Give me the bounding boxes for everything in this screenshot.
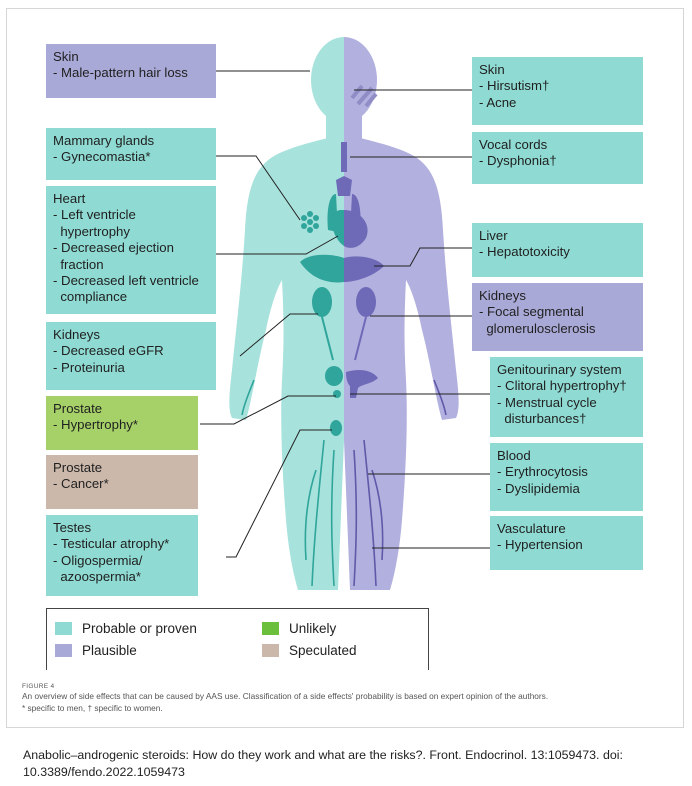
box-title: Vasculature xyxy=(497,521,566,536)
skin-female-box: Skin - Hirsutism† - Acne xyxy=(472,57,643,125)
hirsutism-patch xyxy=(350,84,378,108)
legend-swatch-plausible xyxy=(55,644,72,657)
legend: Probable or proven Plausible Unlikely Sp… xyxy=(46,608,429,670)
box-item: - Decreased ejection xyxy=(53,240,174,256)
legend-label: Unlikely xyxy=(289,621,337,636)
box-item: - Gynecomastia* xyxy=(53,149,151,165)
box-item: - Decreased eGFR xyxy=(53,343,164,359)
prostate-hypertrophy-box: Prostate - Hypertrophy* xyxy=(46,396,198,450)
legend-swatch-speculated xyxy=(262,644,279,657)
box-item: - Testicular atrophy* xyxy=(53,536,170,552)
box-title: Skin xyxy=(479,62,505,77)
box-title: Kidneys xyxy=(53,327,100,342)
box-item: - Erythrocytosis xyxy=(497,464,588,480)
legend-swatch-probable xyxy=(55,622,72,635)
box-title: Liver xyxy=(479,228,508,243)
box-item: - Oligospermia/ xyxy=(53,552,143,568)
figure-label: FIGURE 4 xyxy=(22,683,55,690)
organs xyxy=(300,142,384,436)
skin-male-box: Skin - Male-pattern hair loss xyxy=(46,44,216,98)
box-title: Blood xyxy=(497,448,531,463)
box-item: - Hypertrophy* xyxy=(53,417,139,433)
box-item: fraction xyxy=(53,256,104,272)
box-item: hypertrophy xyxy=(53,223,130,239)
legend-label: Speculated xyxy=(289,643,357,658)
box-title: Skin xyxy=(53,49,79,64)
box-item: - Decreased left ventricle xyxy=(53,273,199,289)
figure-caption: An overview of side effects that can be … xyxy=(22,691,672,714)
legend-speculated: Speculated xyxy=(262,643,357,658)
citation: Anabolic–androgenic steroids: How do the… xyxy=(23,748,623,779)
testes-box: Testes - Testicular atrophy* - Oligosper… xyxy=(46,515,198,596)
vocal-cords-box: Vocal cords - Dysphonia† xyxy=(472,132,643,184)
box-item: - Clitoral hypertrophy† xyxy=(497,378,627,394)
box-item: - Proteinuria xyxy=(53,359,125,375)
blood-box: Blood - Erythrocytosis - Dyslipidemia xyxy=(490,443,643,511)
mammary-glands-box: Mammary glands - Gynecomastia* xyxy=(46,128,216,180)
box-item: - Dysphonia† xyxy=(479,153,557,169)
legend-plausible: Plausible xyxy=(55,643,137,658)
mammary-icon xyxy=(301,211,319,233)
box-title: Heart xyxy=(53,191,86,206)
box-item: disturbances† xyxy=(497,411,587,427)
box-item: - Focal segmental xyxy=(479,304,584,320)
box-title: Prostate xyxy=(53,460,103,475)
box-item: - Male-pattern hair loss xyxy=(53,65,188,81)
box-title: Vocal cords xyxy=(479,137,548,152)
box-item: - Hypertension xyxy=(497,537,583,553)
box-item: - Cancer* xyxy=(53,476,109,492)
kidneys-male-box: Kidneys - Decreased eGFR - Proteinuria xyxy=(46,322,216,390)
box-item: - Hirsutism† xyxy=(479,78,550,94)
vasculature-box: Vasculature - Hypertension xyxy=(490,516,643,570)
figure-frame xyxy=(6,8,684,728)
box-title: Genitourinary system xyxy=(497,362,622,377)
liver-box: Liver - Hepatotoxicity xyxy=(472,223,643,277)
kidneys-female-box: Kidneys - Focal segmental glomeruloscler… xyxy=(472,283,643,351)
box-item: glomerulosclerosis xyxy=(479,320,596,336)
box-item: - Menstrual cycle xyxy=(497,394,597,410)
caption-line: * specific to men, † specific to women. xyxy=(22,702,163,713)
heart-box: Heart - Left ventricle hypertrophy - Dec… xyxy=(46,186,216,314)
box-item: - Acne xyxy=(479,94,517,110)
box-item: azoospermia* xyxy=(53,569,141,585)
legend-unlikely: Unlikely xyxy=(262,621,336,636)
connector-lines xyxy=(200,70,490,558)
box-item: compliance xyxy=(53,289,128,305)
box-item: - Dyslipidemia xyxy=(497,480,580,496)
legend-label: Probable or proven xyxy=(82,621,197,636)
legend-label: Plausible xyxy=(82,643,137,658)
vessels xyxy=(241,379,447,587)
box-item: - Left ventricle xyxy=(53,207,136,223)
box-item: - Hepatotoxicity xyxy=(479,244,570,260)
box-title: Testes xyxy=(53,520,92,535)
genitourinary-box: Genitourinary system - Clitoral hypertro… xyxy=(490,357,643,437)
legend-swatch-unlikely xyxy=(262,622,279,635)
box-title: Mammary glands xyxy=(53,133,155,148)
box-title: Kidneys xyxy=(479,288,526,303)
box-title: Prostate xyxy=(53,401,103,416)
prostate-cancer-box: Prostate - Cancer* xyxy=(46,455,198,509)
legend-probable: Probable or proven xyxy=(55,621,197,636)
caption-line: An overview of side effects that can be … xyxy=(22,691,549,701)
